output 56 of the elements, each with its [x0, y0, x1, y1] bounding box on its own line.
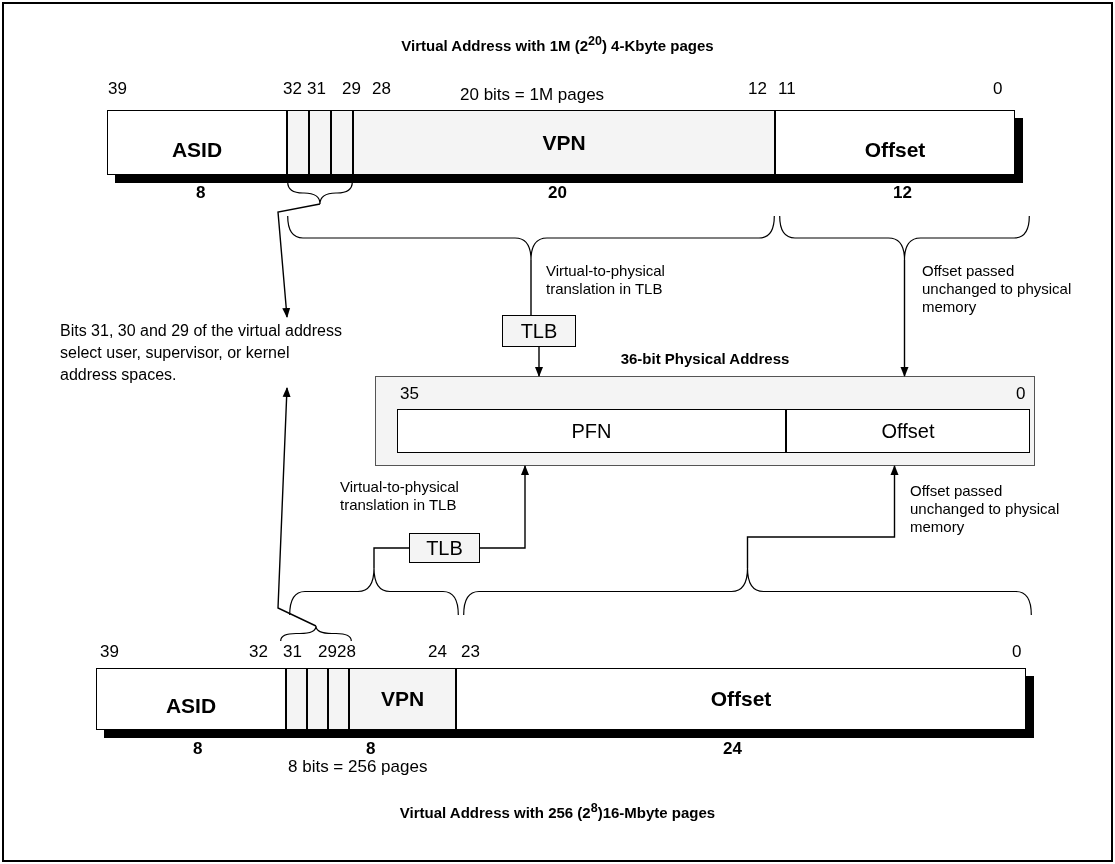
offset-field: Offset — [775, 110, 1015, 175]
vpn-field: VPN — [353, 110, 775, 175]
arrow — [277, 203, 321, 318]
bit-number: 31 — [307, 80, 326, 97]
field-width: 12 — [893, 184, 912, 201]
edge-label: Offset passed unchanged to physical memory — [910, 482, 1060, 536]
field-width: 8 — [196, 184, 206, 201]
bit-number: 31 — [283, 643, 302, 660]
edge-label: Offset passed unchanged to physical memory — [922, 262, 1072, 316]
connector-line — [530, 259, 532, 316]
bit-number: 28 — [372, 80, 391, 97]
field-width: 24 — [723, 740, 742, 757]
bit-number: 32 — [249, 643, 268, 660]
bit-number: 0 — [1012, 643, 1022, 660]
bit-number: 28 — [337, 643, 356, 660]
bit-number: 39 — [108, 80, 127, 97]
asid-field: ASID — [107, 110, 287, 175]
diagram-caption: Virtual Address with 256 (2$^{8}$)16-Mbyte pages — [398, 801, 717, 821]
bit-cell — [331, 110, 353, 175]
arrow — [479, 465, 529, 549]
field-size-note: 20 bits = 1M pages — [460, 86, 605, 103]
arrow — [746, 465, 899, 569]
arrow — [900, 259, 909, 377]
bit-number: 11 — [778, 80, 796, 97]
bit-number: 0 — [1016, 385, 1026, 402]
tlb-box: TLB — [409, 533, 480, 563]
connector-line — [373, 547, 410, 569]
bit-number: 24 — [428, 643, 447, 660]
tlb-box: TLB — [502, 315, 576, 347]
field-size-note: 8 bits = 256 pages — [288, 758, 428, 775]
panel-heading: 36-bit Physical Address — [619, 350, 791, 367]
offset-field: Offset — [786, 409, 1030, 453]
bit-number: 35 — [400, 385, 419, 402]
vpn-field: VPN — [349, 668, 456, 730]
bit-number: 0 — [993, 80, 1003, 97]
bit-cell — [287, 110, 309, 175]
bit-number: 29 — [318, 643, 337, 660]
note-text: Bits 31, 30 and 29 of the virtual address select user, supervisor, or kernel address spaces. — [60, 320, 350, 386]
bit-number: 12 — [748, 80, 767, 97]
offset-field: Offset — [456, 668, 1026, 730]
bit-cell — [307, 668, 328, 730]
bit-cell — [309, 110, 331, 175]
diagram-title: Virtual Address with 1M (2$^{20}$) 4-Kbyte pages — [400, 34, 715, 54]
arrow — [277, 387, 317, 627]
pfn-field: PFN — [397, 409, 786, 453]
bit-number: 32 — [283, 80, 302, 97]
bit-cell — [328, 668, 349, 730]
bit-number: 23 — [461, 643, 480, 660]
asid-field: ASID — [96, 668, 286, 730]
field-width: 8 — [366, 740, 376, 757]
bit-cell — [286, 668, 307, 730]
field-width: 8 — [193, 740, 203, 757]
arrow — [535, 346, 543, 377]
bit-number: 39 — [100, 643, 119, 660]
field-width: 20 — [548, 184, 567, 201]
bit-number: 29 — [342, 80, 361, 97]
